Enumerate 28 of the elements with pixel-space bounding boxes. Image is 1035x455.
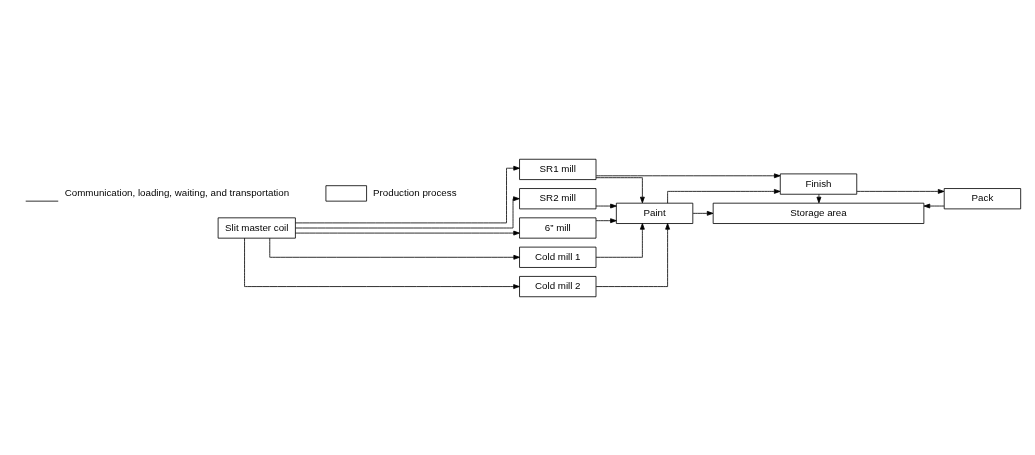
arrow [667,188,781,204]
arrow [295,195,520,228]
arrow [244,237,520,289]
node-box: Pack [943,187,1022,209]
arrow [816,193,822,203]
legend-label: Production process [373,186,457,198]
arrow [295,230,520,235]
arrow [923,203,945,208]
node-box: Paint [615,202,694,224]
node-box: Slit master coil [217,216,296,239]
node-box: SR2 mill [519,187,597,209]
arrow [595,222,670,287]
arrow [595,217,617,223]
node-box: Storage area [712,202,925,224]
node-box: Cold mill 2 [519,275,597,297]
node-box: 6” mill [519,216,597,239]
arrow [595,203,617,208]
arrow [856,188,945,194]
arrow [692,210,714,216]
arrow [595,176,645,203]
node-box: SR1 mill [519,158,597,180]
arrow [595,172,781,178]
arrow [595,222,645,258]
arrow [269,237,520,260]
arrow [295,165,520,223]
legend-label: Communication, loading, waiting, and transportation [64,186,290,198]
node-box: Finish [779,173,858,195]
node-box: Cold mill 1 [519,246,597,268]
